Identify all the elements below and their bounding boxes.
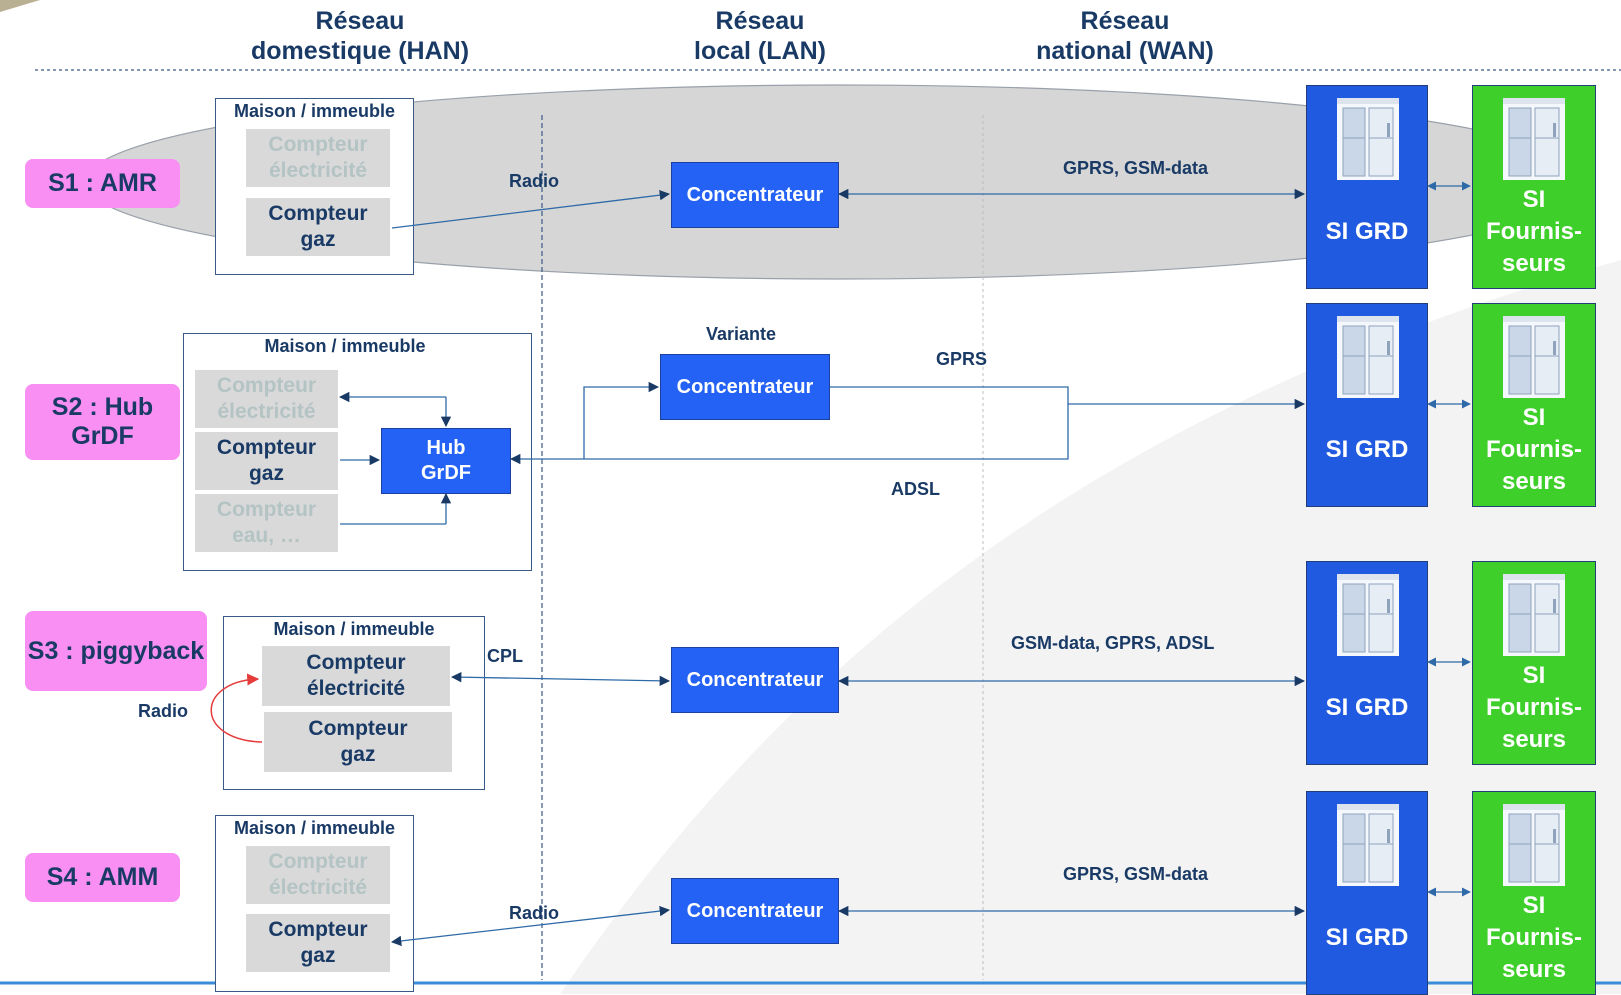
s4-si-grd: SI GRD [1306,791,1428,995]
s4-meter-gas: Compteur gaz [246,914,390,972]
s3-internal-link-label: Radio [138,701,189,721]
s3-wan-link-label: GSM-data, GPRS, ADSL [1011,633,1215,653]
s3-si-fournisseurs-label: SI Fournis- seurs [1486,662,1582,753]
s3-home-link-label: CPL [487,646,523,666]
s2-wan-link-label: GPRS [936,349,988,369]
scenario-s1-label: S1 : AMR [25,159,180,208]
s2-meter-electricity: Compteur électricité [195,370,338,428]
s1-radio-link [391,189,671,229]
s4-si-fournisseurs-label: SI Fournis- seurs [1486,892,1582,983]
s3-concentrator: Concentrateur [671,647,839,713]
s2-hub-concentrator-link [583,381,660,459]
s2-si-fournisseurs: SI Fournis- seurs [1472,303,1596,507]
s4-house-title: Maison / immeuble [233,818,396,838]
s1-meter-gas: Compteur gaz [246,198,390,256]
s2-hub-grdf: Hub GrDF [381,428,511,494]
server-icon [1503,574,1565,656]
s2-meter-gas: Compteur gaz [195,432,338,490]
s3-cpl-link [450,671,671,687]
s3-si-grd: SI GRD [1306,561,1428,765]
scenario-s2-label: S2 : Hub GrDF [25,384,180,460]
s1-si-grd: SI GRD [1306,85,1428,289]
s2-house-title: Maison / immeuble [264,336,426,356]
s2-gprs-link [830,386,1306,410]
s3-radio-piggyback-arrow [210,673,263,743]
s1-concentrator: Concentrateur [671,162,839,228]
s1-si-grd-label: SI GRD [1325,218,1409,245]
s1-home-link-label: Radio [509,171,560,191]
s3-meter-electricity: Compteur électricité [262,646,450,706]
server-icon [1503,98,1565,180]
column-header-han: Réseau domestique (HAN) [250,7,470,65]
server-icon [1337,316,1399,398]
server-icon [1337,804,1399,886]
s2-si-grd-label: SI GRD [1325,436,1409,463]
column-header-lan: Réseau local (LAN) [694,7,826,65]
s2-adsl-link [584,404,1069,460]
scenario-s3-label: S3 : piggyback [25,611,207,691]
s4-radio-link [390,905,671,947]
column-header-wan: Réseau national (WAN) [1036,7,1214,65]
s3-meter-gas: Compteur gaz [264,712,452,772]
s3-si-grd-label: SI GRD [1325,694,1409,721]
s1-meter-electricity: Compteur électricité [246,129,390,187]
s1-wan-link-label: GPRS, GSM-data [1063,158,1209,178]
s3-si-fournisseurs: SI Fournis- seurs [1472,561,1596,765]
s2-wan-link-alt-label: ADSL [891,479,940,499]
s4-meter-electricity: Compteur électricité [246,846,390,904]
server-icon [1503,804,1565,886]
s4-wan-link-label: GPRS, GSM-data [1063,864,1209,884]
s2-si-fournisseurs-label: SI Fournis- seurs [1486,404,1582,495]
scenario-s4-label: S4 : AMM [25,853,180,902]
s1-si-fournisseurs-label: SI Fournis- seurs [1486,186,1582,277]
s1-si-fournisseurs: SI Fournis- seurs [1472,85,1596,289]
s3-house-title: Maison / immeuble [273,619,435,639]
s2-meter-water: Compteur eau, … [195,494,338,552]
s4-si-grd-label: SI GRD [1325,924,1409,951]
s1-house-title: Maison / immeuble [233,101,396,121]
s2-concentrator: Concentrateur [660,354,830,420]
s4-si-fournisseurs: SI Fournis- seurs [1472,791,1596,995]
s2-variant-label: Variante [706,324,777,344]
server-icon [1503,316,1565,398]
server-icon [1337,574,1399,656]
server-icon [1337,98,1399,180]
s4-concentrator: Concentrateur [671,878,839,944]
